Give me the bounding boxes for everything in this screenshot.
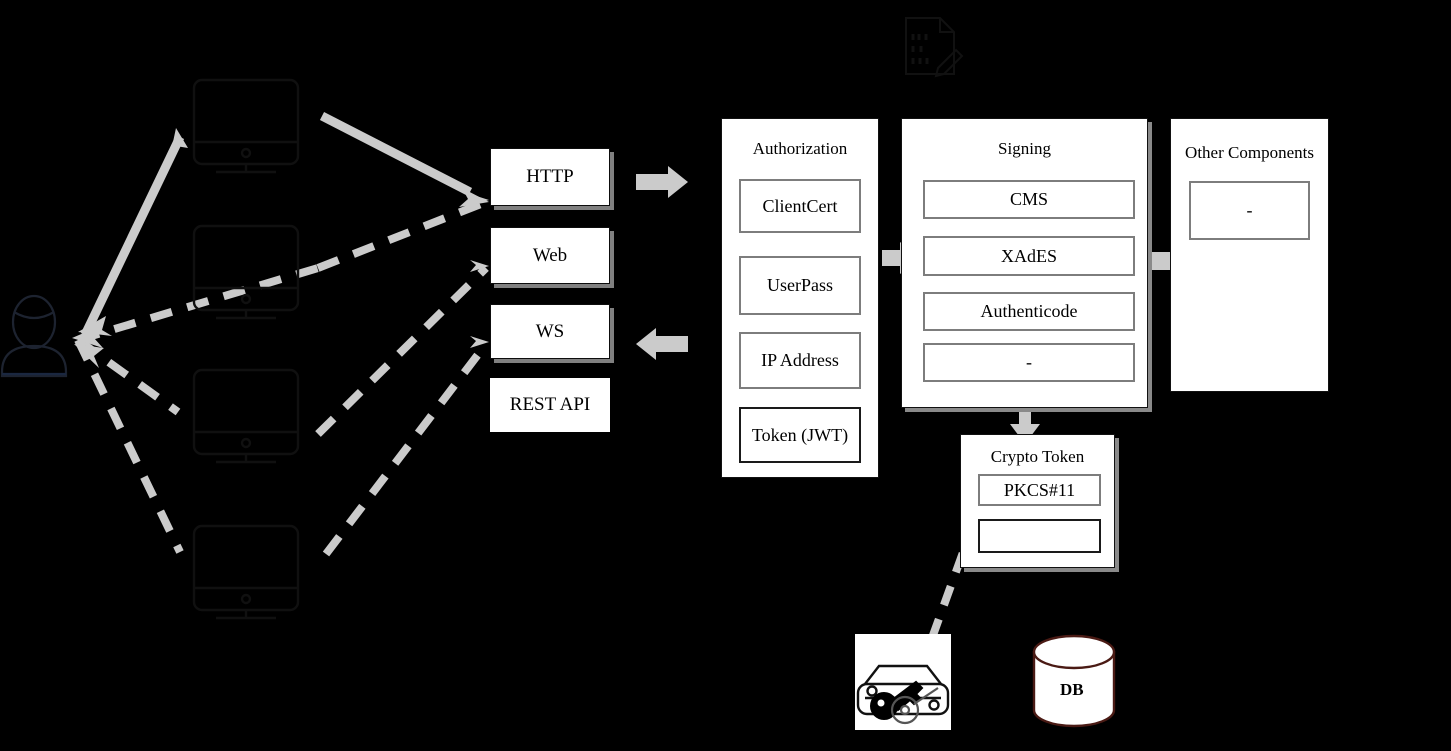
crypto-token-title: Crypto Token xyxy=(990,447,1085,466)
crypto-token-item-pkcs11[interactable]: PKCS#11 xyxy=(978,474,1101,506)
other-components-group: Other Components xyxy=(1170,118,1329,392)
authorization-item-token-jwt-label: Token (JWT) xyxy=(751,424,849,445)
client-monitor-4 xyxy=(192,524,300,620)
hsm-device-icon xyxy=(855,634,951,730)
client-monitor-1 xyxy=(192,78,300,174)
other-components-title: Other Components xyxy=(1185,143,1314,162)
other-components-item-placeholder[interactable]: - xyxy=(1189,181,1310,240)
client-monitor-3 xyxy=(192,368,300,464)
authorization-item-clientcert[interactable]: ClientCert xyxy=(739,179,861,233)
crypto-token-item-empty[interactable] xyxy=(978,519,1101,553)
signing-item-placeholder-label: - xyxy=(1026,352,1032,372)
other-components-item-placeholder-label: - xyxy=(1246,200,1253,220)
signing-item-xades[interactable]: XAdES xyxy=(923,236,1135,276)
dashed-connectors xyxy=(74,198,490,557)
protocol-web-label: Web xyxy=(532,244,568,266)
authorization-item-userpass[interactable]: UserPass xyxy=(739,256,861,315)
signing-item-cms-label: CMS xyxy=(1009,189,1049,209)
database-label: DB xyxy=(1060,680,1084,699)
arrow-client1-to-http xyxy=(319,111,489,207)
protocol-rest-api[interactable]: REST API xyxy=(490,378,610,432)
crypto-token-item-pkcs11-label: PKCS#11 xyxy=(1003,479,1076,500)
signed-document-icon xyxy=(905,17,964,78)
protocol-ws[interactable]: WS xyxy=(490,304,610,359)
protocol-http-label: HTTP xyxy=(526,166,574,187)
client-monitor-2 xyxy=(192,224,300,320)
arrow-client1-to-actor xyxy=(80,128,188,337)
client-monitors xyxy=(192,78,300,620)
authorization-item-ip-address-label: IP Address xyxy=(761,350,839,370)
protocol-arrowheads xyxy=(470,194,489,348)
signing-item-authenticode[interactable]: Authenticode xyxy=(923,292,1135,331)
protocol-rest-api-label: REST API xyxy=(509,394,591,415)
authorization-item-token-jwt[interactable]: Token (JWT) xyxy=(739,407,861,463)
authorization-item-userpass-label: UserPass xyxy=(767,275,833,295)
authorization-item-clientcert-label: ClientCert xyxy=(762,195,838,216)
signing-title: Signing xyxy=(998,139,1051,158)
authorization-item-ip-address[interactable]: IP Address xyxy=(739,332,861,389)
actor-arrowheads xyxy=(72,316,112,368)
protocol-ws-label: WS xyxy=(535,320,565,342)
signing-item-xades-label: XAdES xyxy=(1000,245,1057,266)
signing-item-placeholder[interactable]: - xyxy=(923,343,1135,382)
signing-item-cms[interactable]: CMS xyxy=(923,180,1135,219)
signing-item-authenticode-label: Authenticode xyxy=(980,301,1078,321)
arrow-http-to-authorization xyxy=(636,166,688,198)
protocol-web[interactable]: Web xyxy=(490,227,610,284)
protocol-http[interactable]: HTTP xyxy=(490,148,610,206)
authorization-title: Authorization xyxy=(752,139,848,158)
user-actor-icon xyxy=(0,294,68,378)
arrow-back-to-ws xyxy=(636,328,688,360)
